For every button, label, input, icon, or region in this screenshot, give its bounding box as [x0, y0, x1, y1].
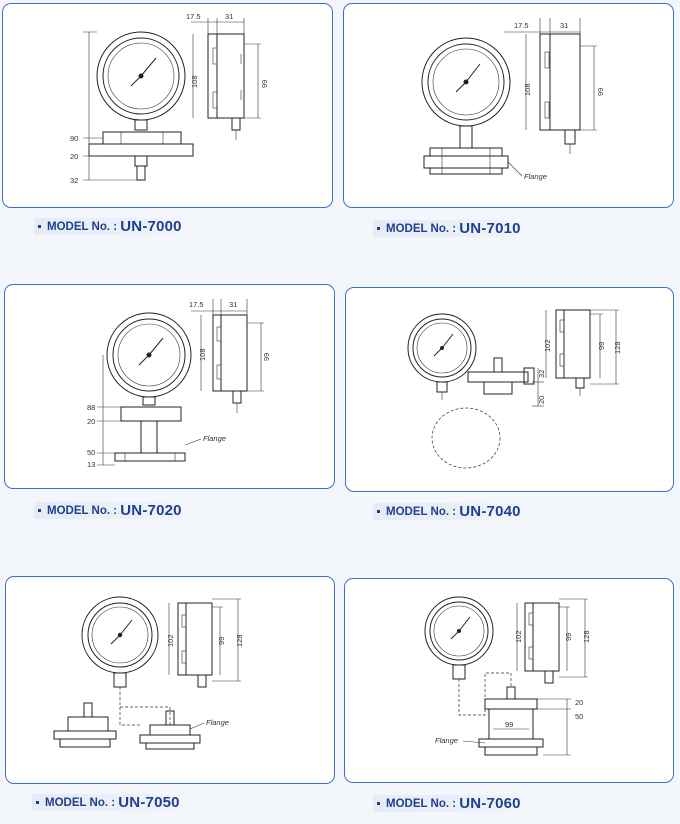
- model-number: UN-7060: [459, 795, 521, 812]
- dim-99: 99: [505, 720, 513, 729]
- drawing-panel-un-7000: 90 20 32 17.5 31 108 99: [2, 3, 333, 208]
- dim-108: 108: [198, 348, 207, 361]
- dim-20: 20: [87, 417, 95, 426]
- caption-prefix: MODEL No. :: [45, 796, 116, 809]
- dim-13: 13: [87, 460, 95, 469]
- model-caption-un-7060: MODEL No. : UN-7060: [373, 795, 527, 812]
- model-caption-un-7000: MODEL No. : UN-7000: [34, 218, 188, 235]
- drawing-un-7010: Flange 17.5 31 108 99: [421, 18, 605, 181]
- model-number: UN-7040: [459, 503, 521, 520]
- dim-128: 128: [235, 634, 244, 647]
- drawing-un-7060: 99 Flange 20 50 102 99 128: [424, 596, 591, 756]
- model-number: UN-7050: [118, 794, 180, 811]
- dim-31: 31: [225, 12, 233, 21]
- dim-31: 31: [560, 21, 568, 30]
- bullet-icon: [377, 802, 380, 805]
- model-caption-un-7020: MODEL No. : UN-7020: [34, 502, 188, 519]
- bullet-icon: [377, 510, 380, 513]
- dim-102: 102: [514, 630, 523, 643]
- drawing-un-7050: Flange 102 99 128: [53, 596, 244, 750]
- caption-prefix: MODEL No. :: [47, 504, 118, 517]
- dim-32: 32: [70, 176, 78, 185]
- dim-32: 32: [537, 370, 546, 378]
- dim-50: 50: [87, 448, 95, 457]
- model-caption-un-7010: MODEL No. : UN-7010: [373, 220, 527, 237]
- drawing-panel-un-7040: 32 20 102 99 128: [345, 287, 674, 492]
- drawing-panel-un-7010: Flange 17.5 31 108 99: [343, 3, 674, 208]
- caption-prefix: MODEL No. :: [47, 220, 118, 233]
- dim-99: 99: [597, 342, 606, 350]
- model-number: UN-7000: [120, 218, 182, 235]
- dim-88: 88: [87, 403, 95, 412]
- dim-128: 128: [613, 341, 622, 354]
- drawing-un-7040: 32 20 102 99 128: [407, 309, 622, 469]
- drawing-un-7000: 90 20 32 17.5 31 108 99: [70, 12, 269, 185]
- dim-20: 20: [575, 698, 583, 707]
- caption-prefix: MODEL No. :: [386, 505, 457, 518]
- dim-128: 128: [582, 630, 591, 643]
- caption-prefix: MODEL No. :: [386, 797, 457, 810]
- dim-102: 102: [543, 339, 552, 352]
- drawing-panel-un-7060: 99 Flange 20 50 102 99 128: [344, 578, 674, 783]
- caption-prefix: MODEL No. :: [386, 222, 457, 235]
- model-caption-un-7040: MODEL No. : UN-7040: [373, 503, 527, 520]
- dim-17-5: 17.5: [186, 12, 201, 21]
- drawing-panel-un-7020: Flange 88 20 50 13 17.5 31 108 99: [4, 284, 335, 489]
- bullet-icon: [377, 227, 380, 230]
- dim-17-5: 17.5: [514, 21, 529, 30]
- drawing-panel-un-7050: Flange 102 99 128: [5, 576, 335, 784]
- dim-108: 108: [523, 83, 532, 96]
- dim-17-5: 17.5: [189, 300, 204, 309]
- model-number: UN-7020: [120, 502, 182, 519]
- bullet-icon: [38, 225, 41, 228]
- dim-20: 20: [537, 396, 546, 404]
- bullet-icon: [36, 801, 39, 804]
- dim-99: 99: [217, 637, 226, 645]
- dim-99: 99: [564, 633, 573, 641]
- dim-102: 102: [166, 634, 175, 647]
- flange-label: Flange: [435, 736, 458, 745]
- dim-99: 99: [260, 80, 269, 88]
- flange-label: Flange: [524, 172, 547, 181]
- flange-label: Flange: [203, 434, 226, 443]
- drawing-un-7020: Flange 88 20 50 13 17.5 31 108 99: [87, 299, 271, 469]
- model-caption-un-7050: MODEL No. : UN-7050: [32, 794, 186, 811]
- dim-20: 20: [70, 152, 78, 161]
- model-number: UN-7010: [459, 220, 521, 237]
- dim-99: 99: [596, 88, 605, 96]
- dim-50: 50: [575, 712, 583, 721]
- dim-108: 108: [190, 75, 199, 88]
- dim-99: 99: [262, 353, 271, 361]
- bullet-icon: [38, 509, 41, 512]
- flange-label: Flange: [206, 718, 229, 727]
- dim-31: 31: [229, 300, 237, 309]
- dim-90: 90: [70, 134, 78, 143]
